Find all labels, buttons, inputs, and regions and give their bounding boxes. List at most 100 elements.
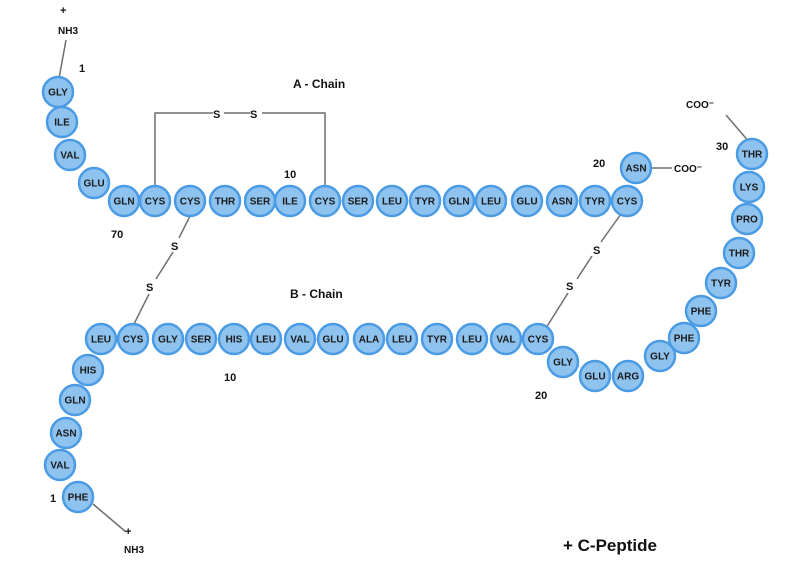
b-chain-residue-circle-4 bbox=[58, 383, 92, 417]
a-chain-residue-circle-15 bbox=[442, 184, 476, 218]
ss-label-s-5: S bbox=[593, 245, 600, 257]
b-chain-residue-circle-22 bbox=[611, 359, 645, 393]
a-chain-residue-circle-16 bbox=[474, 184, 508, 218]
a-chain-residue-label-19: TYR bbox=[585, 197, 606, 208]
b-chain-residue-label-20: GLY bbox=[553, 358, 573, 369]
b-chain-residue-label-11: LEU bbox=[256, 335, 276, 346]
b-chain-residue-circle-5 bbox=[71, 353, 105, 387]
b-chain-residue-circle-28 bbox=[730, 202, 764, 236]
b-chain-residue-14: ALA bbox=[352, 322, 386, 356]
a-chain-residue-circle-12 bbox=[341, 184, 375, 218]
a-chain-residue-circle-19 bbox=[578, 184, 612, 218]
ss-label-s-2: S bbox=[250, 109, 257, 121]
a-chain-residue-label-20: CYS bbox=[617, 197, 638, 208]
a-chain-residue-11: CYS bbox=[308, 184, 342, 218]
a-chain-residue-label-4: GLU bbox=[83, 179, 104, 190]
a-chain-residue-label-15: GLN bbox=[448, 197, 469, 208]
b-chain-residue-circle-2 bbox=[43, 448, 77, 482]
b-chain-residue-6: LEU bbox=[84, 322, 118, 356]
a-chain-residue-13: LEU bbox=[375, 184, 409, 218]
a-chain-nh3-plus: + bbox=[60, 5, 66, 17]
b-chain-residue-label-9: SER bbox=[191, 335, 212, 346]
a-chain-residue-10: ILE bbox=[273, 184, 307, 218]
b-chain-residue-label-25: PHE bbox=[691, 307, 712, 318]
a-chain-residue-18: ASN bbox=[545, 184, 579, 218]
a-chain-residue-label-3: VAL bbox=[60, 151, 79, 162]
a-chain-residue-circle-4 bbox=[77, 166, 111, 200]
b-chain-residue-label-23: GLY bbox=[650, 352, 670, 363]
a-chain-residue-circle-17 bbox=[510, 184, 544, 218]
b-chain-residue-label-10: HIS bbox=[226, 335, 243, 346]
b-chain-residue-circle-25 bbox=[684, 294, 718, 328]
ss-label-s-1: S bbox=[213, 109, 220, 121]
b-chain-position-10: 10 bbox=[224, 372, 236, 384]
b-chain-residue-30: THR bbox=[735, 137, 769, 171]
b-chain-residue-circle-26 bbox=[704, 266, 738, 300]
b-chain-residue-5: HIS bbox=[71, 353, 105, 387]
b-chain-residue-26: TYR bbox=[704, 266, 738, 300]
a-chain-residue-circle-11 bbox=[308, 184, 342, 218]
b-chain-nh3-label: NH3 bbox=[124, 545, 144, 556]
a-chain-residue-circle-2 bbox=[45, 105, 79, 139]
b-chain-residue-circle-1 bbox=[61, 480, 95, 514]
a-chain-residue-21: ASN bbox=[619, 151, 653, 185]
b-chain-residue-circle-8 bbox=[151, 322, 185, 356]
b-chain-residue-circle-14 bbox=[352, 322, 386, 356]
b-chain-residue-label-12: VAL bbox=[290, 335, 309, 346]
a-chain-position-1: 1 bbox=[79, 63, 85, 75]
a-chain-residue-4: GLU bbox=[77, 166, 111, 200]
a-chain-residue-label-12: SER bbox=[348, 197, 369, 208]
b-chain-residue-circle-19 bbox=[521, 322, 555, 356]
b-chain-residue-label-29: LYS bbox=[740, 183, 759, 194]
a-chain-residue-label-1: GLY bbox=[48, 88, 68, 99]
a-chain-residue-12: SER bbox=[341, 184, 375, 218]
a-chain-residue-label-6: CYS bbox=[145, 197, 166, 208]
b-chain-residue-label-8: GLY bbox=[158, 335, 178, 346]
a-chain-nh3-label: NH3 bbox=[58, 26, 78, 37]
b-chain-residue-circle-15 bbox=[385, 322, 419, 356]
a-chain-residue-label-18: ASN bbox=[551, 197, 572, 208]
a-chain-coo-label: COO⁻ bbox=[674, 164, 702, 175]
a-chain-residue-label-14: TYR bbox=[415, 197, 436, 208]
a-chain-residue-label-11: CYS bbox=[315, 197, 336, 208]
b-chain-residue-17: LEU bbox=[455, 322, 489, 356]
b-chain-residue-label-17: LEU bbox=[462, 335, 482, 346]
b-chain-residue-3: ASN bbox=[49, 416, 83, 450]
a-chain-residue-8: THR bbox=[208, 184, 242, 218]
b-chain-residue-circle-13 bbox=[316, 322, 350, 356]
a-chain-residue-label-8: THR bbox=[215, 197, 236, 208]
ss-label-s-3: S bbox=[171, 241, 178, 253]
b-chain-residue-label-1: PHE bbox=[68, 493, 89, 504]
b-chain-residue-label-26: TYR bbox=[711, 279, 732, 290]
b-chain-residue-circle-16 bbox=[420, 322, 454, 356]
b-chain-residue-16: TYR bbox=[420, 322, 454, 356]
b-chain-residue-circle-21 bbox=[578, 359, 612, 393]
b-chain-residue-circle-9 bbox=[184, 322, 218, 356]
b-chain-coo-label: COO⁻ bbox=[686, 100, 714, 111]
b-chain-residue-2: VAL bbox=[43, 448, 77, 482]
a-chain-residue-9: SER bbox=[243, 184, 277, 218]
b-chain-residue-circle-20 bbox=[546, 345, 580, 379]
ss-label-s-6: S bbox=[566, 281, 573, 293]
a-chain-residue-16: LEU bbox=[474, 184, 508, 218]
b-chain-residue-1: PHE bbox=[61, 480, 95, 514]
b-chain-residue-20: GLY bbox=[546, 345, 580, 379]
a-chain-residue-14: TYR bbox=[408, 184, 442, 218]
b-chain-title: B - Chain bbox=[290, 287, 343, 301]
b-chain-residue-label-6: LEU bbox=[91, 335, 111, 346]
b-chain-residue-circle-6 bbox=[84, 322, 118, 356]
b-chain-residue-15: LEU bbox=[385, 322, 419, 356]
b-chain-residue-circle-23 bbox=[643, 339, 677, 373]
a-chain-residue-label-10: ILE bbox=[282, 197, 298, 208]
b-chain-position-20: 20 bbox=[535, 390, 547, 402]
b-chain-residue-12: VAL bbox=[283, 322, 317, 356]
b-chain-residue-29: LYS bbox=[732, 170, 766, 204]
b-chain-residue-label-18: VAL bbox=[496, 335, 515, 346]
b-chain-residue-4: GLN bbox=[58, 383, 92, 417]
b-chain-residue-8: GLY bbox=[151, 322, 185, 356]
a-chain-residue-17: GLU bbox=[510, 184, 544, 218]
b-chain-residue-circle-10 bbox=[217, 322, 251, 356]
b-chain-residue-27: THR bbox=[722, 236, 756, 270]
